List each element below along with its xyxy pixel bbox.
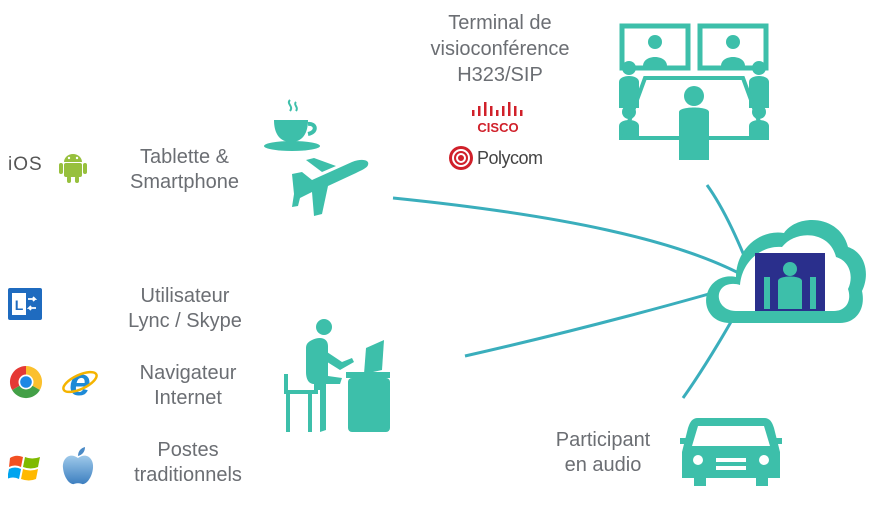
desktop-label: Postes traditionnels [118, 438, 258, 488]
lync-icon: L [8, 288, 42, 320]
label-line: H323/SIP [457, 64, 543, 86]
terminal-label: Terminal de visioconférence H323/SIP [410, 10, 590, 88]
label-line: Utilisateur [140, 285, 230, 307]
label-line: Postes [157, 439, 219, 461]
label-line: Internet [154, 387, 222, 409]
desk-worker-icon [284, 319, 390, 432]
android-icon [59, 154, 87, 183]
label-line: Smartphone [130, 171, 239, 193]
label-line: en audio [564, 454, 642, 476]
svg-text:CISCO: CISCO [477, 120, 518, 135]
label-line: Navigateur [139, 362, 237, 384]
label-line: Terminal de [448, 12, 552, 34]
tablet-smartphone-label: Tablette & Smartphone [112, 145, 257, 195]
browser-label: Navigateur Internet [118, 361, 258, 411]
connection-line-mobile [392, 196, 749, 280]
chrome-icon [9, 365, 43, 399]
label-line: visioconférence [430, 38, 570, 60]
polycom-text: Polycom [477, 147, 543, 168]
polycom-symbol-icon [449, 146, 473, 170]
apple-ios-icon: iOS [8, 154, 43, 175]
svg-text:L: L [15, 297, 24, 313]
lync-skype-label: Utilisateur Lync / Skype [110, 284, 260, 334]
label-line: traditionnels [134, 464, 242, 486]
label-line: Participant [555, 429, 651, 451]
coffee-cup-icon [264, 99, 320, 151]
car-icon [680, 418, 782, 486]
cloud-meeting-icon [706, 220, 866, 323]
audio-participant-label: Participant en audio [528, 428, 678, 478]
apple-icon [62, 447, 94, 485]
conference-room-icon [619, 23, 769, 160]
internet-explorer-icon: e [62, 362, 98, 402]
svg-text:e: e [69, 362, 90, 402]
airplane-icon [292, 158, 369, 216]
windows-icon [8, 455, 40, 481]
cisco-logo: CISCO [472, 102, 523, 135]
label-line: Lync / Skype [128, 310, 242, 332]
polycom-logo: Polycom [448, 144, 543, 172]
label-line: Tablette & [140, 146, 229, 168]
